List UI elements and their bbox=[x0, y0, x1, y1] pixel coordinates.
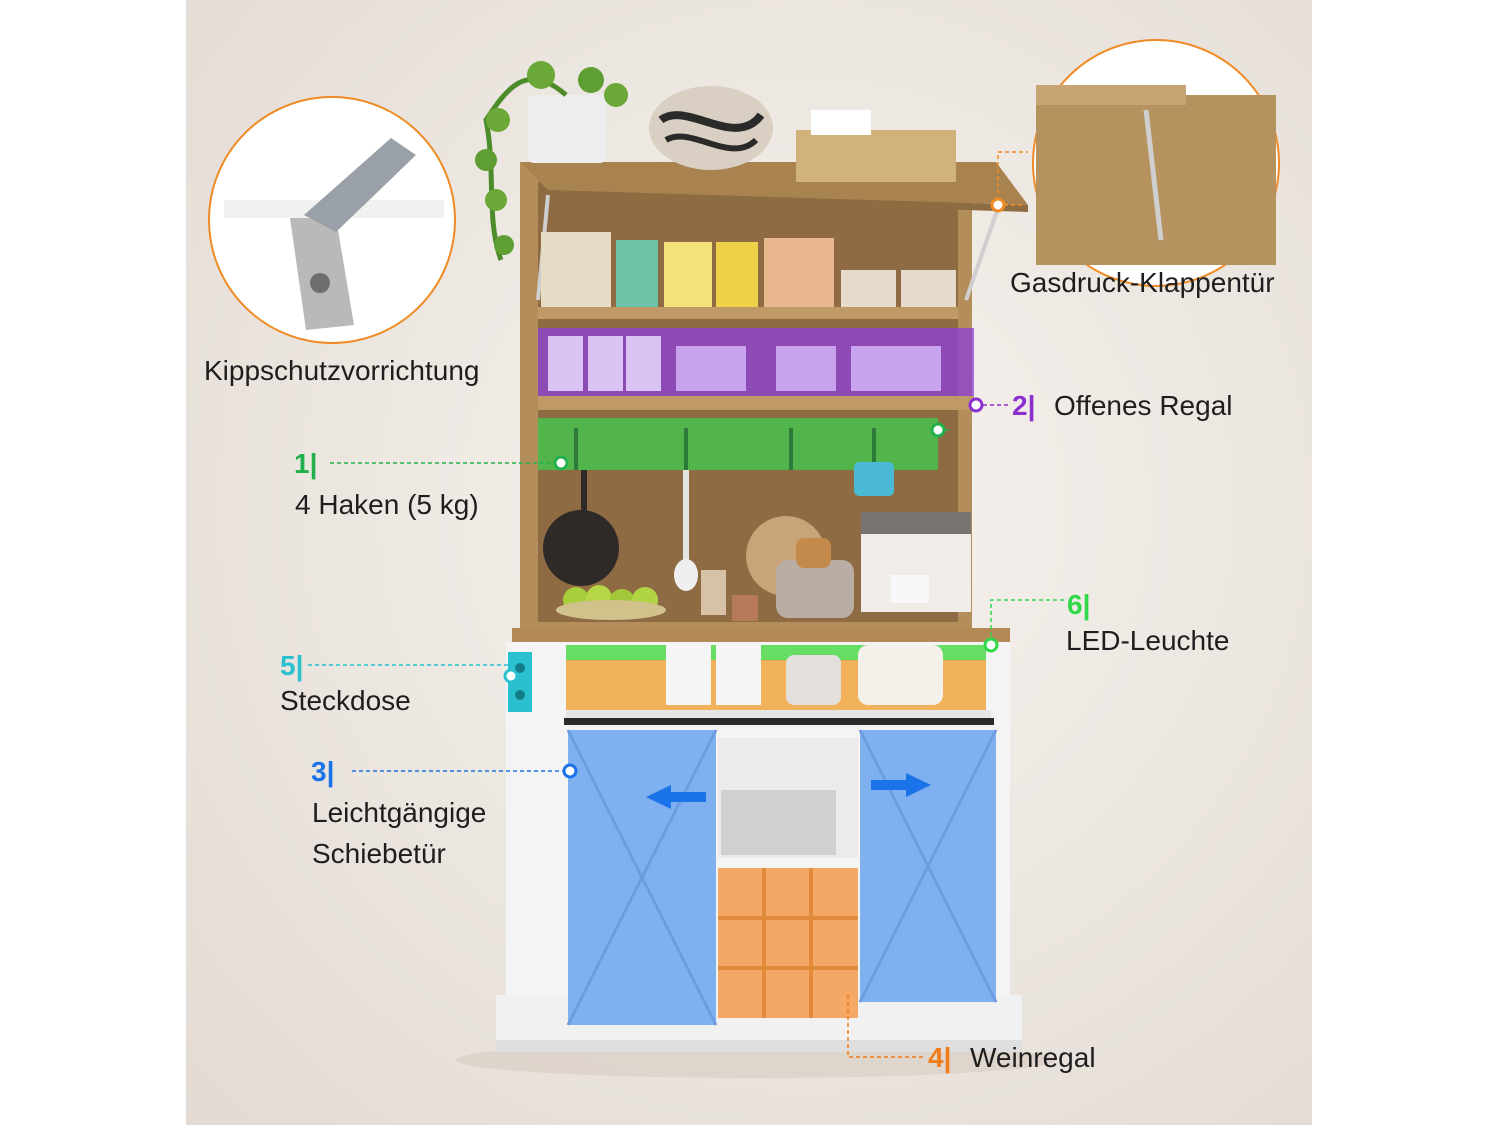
leader-lines bbox=[308, 151, 1064, 1058]
feature-4-label: Weinregal bbox=[970, 1042, 1096, 1073]
callout-gas-door-label: Gasdruck-Klappentür bbox=[1010, 267, 1275, 298]
feature-1-number: 1| bbox=[294, 448, 318, 479]
cabinet-illustration bbox=[208, 39, 1280, 1078]
feature-6-label: LED-Leuchte bbox=[1066, 625, 1230, 656]
feature-2-label: Offenes Regal bbox=[1054, 390, 1233, 421]
feature-3-label-line2: Schiebetür bbox=[312, 838, 446, 869]
callout-anti-tip-circle bbox=[208, 96, 456, 344]
plant-decoration bbox=[475, 61, 628, 261]
feature-6-number: 6| bbox=[1067, 589, 1091, 620]
feature-3-label-line1: Leichtgängige bbox=[312, 797, 487, 828]
feature-1-label: 4 Haken (5 kg) bbox=[295, 489, 479, 520]
hutch-upper bbox=[512, 162, 1028, 642]
cabinet-lower bbox=[496, 642, 1022, 1052]
callout-gas-door-circle bbox=[1032, 39, 1280, 287]
feature-2-number: 2| bbox=[1012, 390, 1036, 421]
callout-anti-tip-label: Kippschutzvorrichtung bbox=[204, 355, 480, 386]
feature-5-label: Steckdose bbox=[280, 685, 411, 716]
feature-4-number: 4| bbox=[928, 1042, 952, 1073]
feature-5-number: 5| bbox=[280, 650, 304, 681]
product-infographic: Kippschutzvorrichtung Gasdruck-Klappentü… bbox=[186, 0, 1312, 1125]
feature-3-number: 3| bbox=[311, 756, 335, 787]
